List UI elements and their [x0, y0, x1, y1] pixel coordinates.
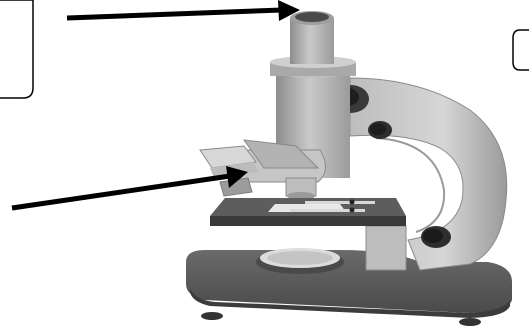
- base-foot-right: [459, 318, 481, 326]
- base-foot-left: [201, 312, 223, 320]
- microscope-stage: [210, 198, 406, 226]
- label-box-right: [513, 30, 529, 70]
- stage-clip-top: [305, 201, 375, 204]
- label-box-top: [0, 0, 33, 98]
- eyepiece: [290, 11, 334, 64]
- mirror: [256, 248, 344, 274]
- stage-clip-knob: [421, 226, 451, 248]
- objective-lens-down: [286, 178, 316, 200]
- arrow-to-eyepiece: [67, 0, 300, 21]
- fine-focus-knob: [368, 121, 392, 139]
